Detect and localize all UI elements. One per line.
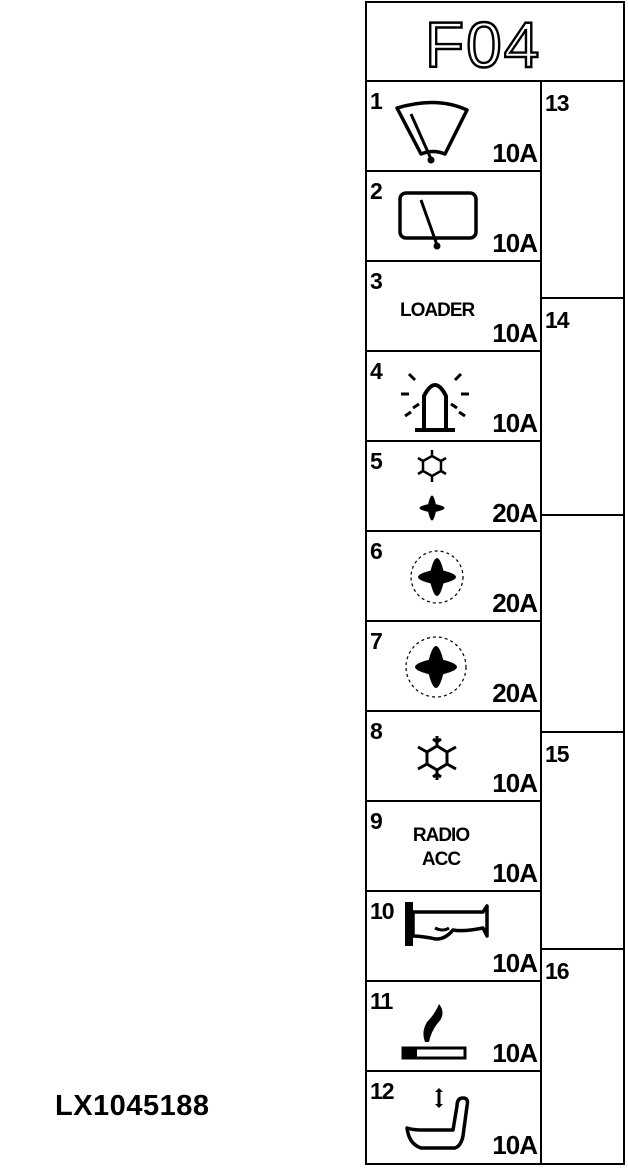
- fuse-6: 6 20A: [367, 532, 540, 622]
- panel-title: F04: [425, 9, 541, 81]
- fuse-number: 9: [370, 808, 383, 834]
- fuse-column: 1 10A 2 10A 3 LOADER 10A 4: [367, 82, 542, 1163]
- fuse-number: 11: [370, 988, 393, 1014]
- fuse-5: 5 20A: [367, 442, 540, 532]
- fuse-11: 11 10A: [367, 982, 540, 1072]
- windshield-wiper-rear-icon: [398, 191, 478, 250]
- fuse-rating: 10A: [492, 408, 538, 438]
- fuse-rating: 10A: [492, 1038, 538, 1068]
- fuse-rating: 20A: [492, 678, 538, 708]
- blower-fan-icon: [405, 636, 467, 698]
- snowflake-icon: [417, 736, 457, 780]
- fuse-number: 5: [370, 448, 383, 474]
- fuse-number: 3: [370, 268, 383, 294]
- relay-16: 16: [542, 950, 623, 1163]
- fuse-number: 12: [370, 1078, 395, 1104]
- fuse-label-line-2: ACC: [421, 849, 461, 870]
- relay-13: 13: [542, 82, 623, 299]
- fuse-rating: 20A: [492, 498, 538, 528]
- fuse-rating: 10A: [492, 228, 538, 258]
- fuse-label: LOADER: [400, 300, 475, 321]
- relay-14-upper: 14: [542, 299, 623, 516]
- fuse-number: 2: [370, 178, 383, 204]
- fuse-panel: F04 1 10A 2 10A 3 LOADER: [365, 1, 625, 1165]
- relay-number: 14: [545, 307, 570, 333]
- fuse-12: 12 10A: [367, 1072, 540, 1162]
- fuse-rating: 20A: [492, 588, 538, 618]
- fuse-7: 7 20A: [367, 622, 540, 712]
- fuse-rating: 10A: [492, 138, 538, 168]
- seat-adjust-icon: [405, 1088, 470, 1150]
- relay-number: 16: [545, 958, 570, 984]
- fuse-number: 8: [370, 718, 383, 744]
- fuse-rating: 10A: [492, 858, 538, 888]
- fuse-number: 4: [370, 358, 383, 384]
- fuse-number: 7: [370, 628, 383, 654]
- beacon-light-icon: [401, 372, 469, 432]
- fuse-rating: 10A: [492, 1130, 538, 1160]
- fuse-9: 9 RADIO ACC 10A: [367, 802, 540, 892]
- panel-header: F04: [367, 3, 623, 82]
- windshield-wiper-front-icon: [395, 100, 469, 164]
- horn-icon: [405, 902, 489, 946]
- fuse-8: 8 10A: [367, 712, 540, 802]
- relay-column: 13 14 15 16: [542, 82, 623, 1163]
- blower-fan-icon: [410, 550, 464, 604]
- fuse-rating: 10A: [492, 948, 538, 978]
- fuse-3: 3 LOADER 10A: [367, 262, 540, 352]
- ac-fan-combo-icon: [417, 450, 447, 521]
- fuse-10: 10 10A: [367, 892, 540, 982]
- relay-number: 13: [545, 90, 570, 116]
- cigarette-lighter-icon: [401, 1004, 467, 1060]
- fuse-1: 1 10A: [367, 82, 540, 172]
- fuse-4: 4 10A: [367, 352, 540, 442]
- fuse-number: 10: [370, 898, 395, 924]
- relay-number: 15: [545, 741, 570, 767]
- fuse-number: 1: [370, 88, 383, 114]
- fuse-rating: 10A: [492, 768, 538, 798]
- fuse-number: 6: [370, 538, 383, 564]
- fuse-label-line-1: RADIO: [412, 825, 470, 846]
- panel-title-outline: F04: [424, 8, 541, 82]
- fuse-rating: 10A: [492, 318, 538, 348]
- fuse-2: 2 10A: [367, 172, 540, 262]
- relay-slot-empty: [542, 516, 623, 733]
- relay-15: 15: [542, 733, 623, 950]
- reference-code: LX1045188: [55, 1090, 210, 1122]
